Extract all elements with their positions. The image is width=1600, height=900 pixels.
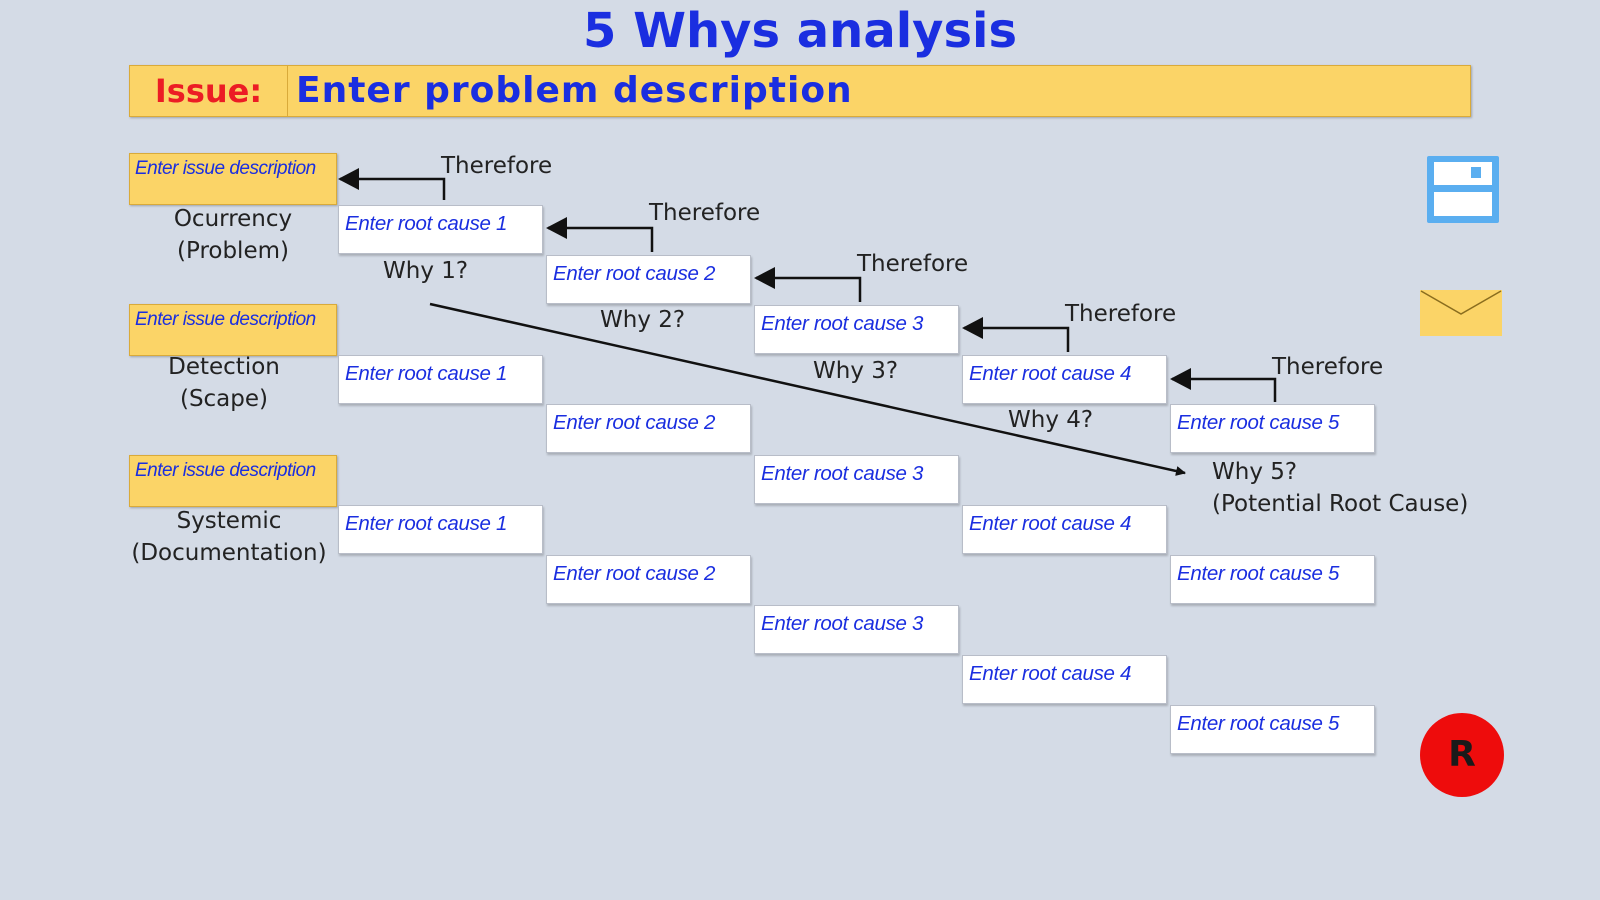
therefore-arrow-3 (756, 276, 862, 302)
therefore-label: Therefore (857, 251, 969, 277)
occurrence-root-cause-4[interactable]: Enter root cause 4 (962, 355, 1167, 404)
why-2-label: Why 2? (600, 307, 686, 333)
occurrence-root-cause-3[interactable]: Enter root cause 3 (754, 305, 959, 354)
why-4-label: Why 4? (1008, 407, 1094, 433)
save-button[interactable] (1427, 156, 1499, 223)
arrowhead (754, 267, 775, 289)
why-5-label: Why 5? (1212, 459, 1298, 485)
email-button[interactable] (1420, 290, 1502, 336)
detection-issue-input[interactable]: Enter issue description (129, 304, 337, 356)
detection-root-cause-2[interactable]: Enter root cause 2 (546, 404, 751, 453)
systemic-root-cause-3[interactable]: Enter root cause 3 (754, 605, 959, 654)
occurrence-issue-input[interactable]: Enter issue description (129, 153, 337, 205)
arrowhead (962, 317, 983, 339)
arrowhead (546, 217, 567, 239)
category-detection-label: Detection (Scape) (120, 351, 328, 415)
potential-root-cause-label: (Potential Root Cause) (1212, 491, 1469, 517)
occurrence-root-cause-2[interactable]: Enter root cause 2 (546, 255, 751, 304)
why-3-label: Why 3? (813, 358, 899, 384)
systemic-root-cause-5[interactable]: Enter root cause 5 (1170, 705, 1375, 754)
therefore-arrow-4 (964, 326, 1070, 352)
page-title: 5 Whys analysis (582, 3, 1018, 59)
arrowhead (1170, 368, 1191, 390)
category-name: Detection (168, 354, 280, 380)
detection-root-cause-4[interactable]: Enter root cause 4 (962, 505, 1167, 554)
detection-root-cause-3[interactable]: Enter root cause 3 (754, 455, 959, 504)
category-occurrence-label: Ocurrency (Problem) (129, 203, 337, 267)
systemic-root-cause-4[interactable]: Enter root cause 4 (962, 655, 1167, 704)
category-name: Systemic (176, 508, 282, 534)
therefore-label: Therefore (1272, 354, 1384, 380)
reset-button[interactable]: R (1420, 713, 1504, 797)
therefore-label: Therefore (441, 153, 553, 179)
category-subtitle: (Documentation) (131, 540, 327, 566)
detection-root-cause-1[interactable]: Enter root cause 1 (338, 355, 543, 404)
systemic-root-cause-1[interactable]: Enter root cause 1 (338, 505, 543, 554)
issue-label: Issue: (130, 66, 288, 116)
envelope-icon (1420, 290, 1502, 336)
category-subtitle: (Scape) (179, 386, 269, 412)
category-systemic-label: Systemic (Documentation) (125, 505, 333, 569)
systemic-root-cause-2[interactable]: Enter root cause 2 (546, 555, 751, 604)
systemic-issue-input[interactable]: Enter issue description (129, 455, 337, 507)
therefore-arrow-1 (340, 177, 446, 200)
floppy-disk-icon (1434, 162, 1492, 216)
category-name: Ocurrency (173, 206, 293, 232)
occurrence-root-cause-1[interactable]: Enter root cause 1 (338, 205, 543, 254)
occurrence-root-cause-5[interactable]: Enter root cause 5 (1170, 404, 1375, 453)
therefore-label: Therefore (649, 200, 761, 226)
therefore-arrow-5 (1172, 377, 1277, 402)
therefore-arrow-2 (548, 226, 654, 252)
category-subtitle: (Problem) (177, 238, 289, 264)
why-1-label: Why 1? (383, 258, 469, 284)
issue-bar: Issue: Enter problem description (129, 65, 1471, 117)
detection-root-cause-5[interactable]: Enter root cause 5 (1170, 555, 1375, 604)
arrowhead (338, 168, 359, 190)
problem-description-input[interactable]: Enter problem description (296, 70, 853, 111)
therefore-label: Therefore (1065, 301, 1177, 327)
